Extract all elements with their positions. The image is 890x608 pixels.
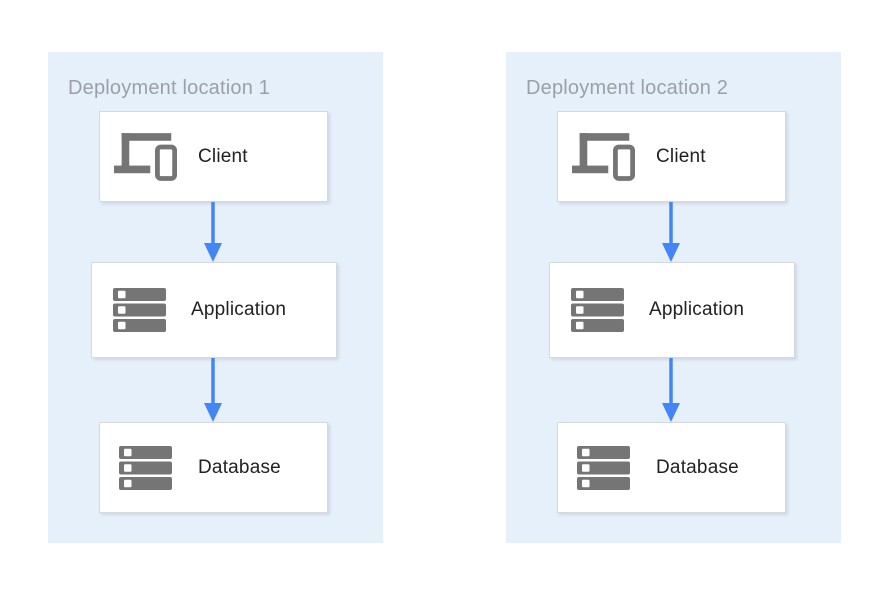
node-label: Database <box>198 456 281 478</box>
arrow-down-icon <box>662 202 680 262</box>
node-application: Application <box>549 262 795 358</box>
node-label: Database <box>656 456 739 478</box>
node-client: Client <box>99 111 328 202</box>
devices-icon <box>114 132 177 181</box>
node-application: Application <box>91 262 337 358</box>
node-label: Client <box>198 145 248 167</box>
node-database: Database <box>99 422 328 513</box>
node-label: Application <box>649 299 745 320</box>
node-database: Database <box>557 422 786 513</box>
panel-title: Deployment location 1 <box>68 77 271 99</box>
node-label: Client <box>656 145 706 167</box>
arrow-down-icon <box>662 358 680 422</box>
arrow-down-icon <box>204 202 222 262</box>
arrow-down-icon <box>204 358 222 422</box>
server-stack-icon <box>571 288 624 332</box>
server-stack-icon <box>113 288 166 332</box>
server-stack-icon <box>577 445 630 490</box>
devices-icon <box>572 132 635 181</box>
node-client: Client <box>557 111 786 202</box>
deployment-location-1-panel: Deployment location 1 Client <box>48 52 383 543</box>
server-stack-icon <box>119 445 172 490</box>
node-label: Application <box>191 299 287 320</box>
panel-title: Deployment location 2 <box>526 77 729 99</box>
deployment-location-2-panel: Deployment location 2 Client <box>506 52 841 543</box>
